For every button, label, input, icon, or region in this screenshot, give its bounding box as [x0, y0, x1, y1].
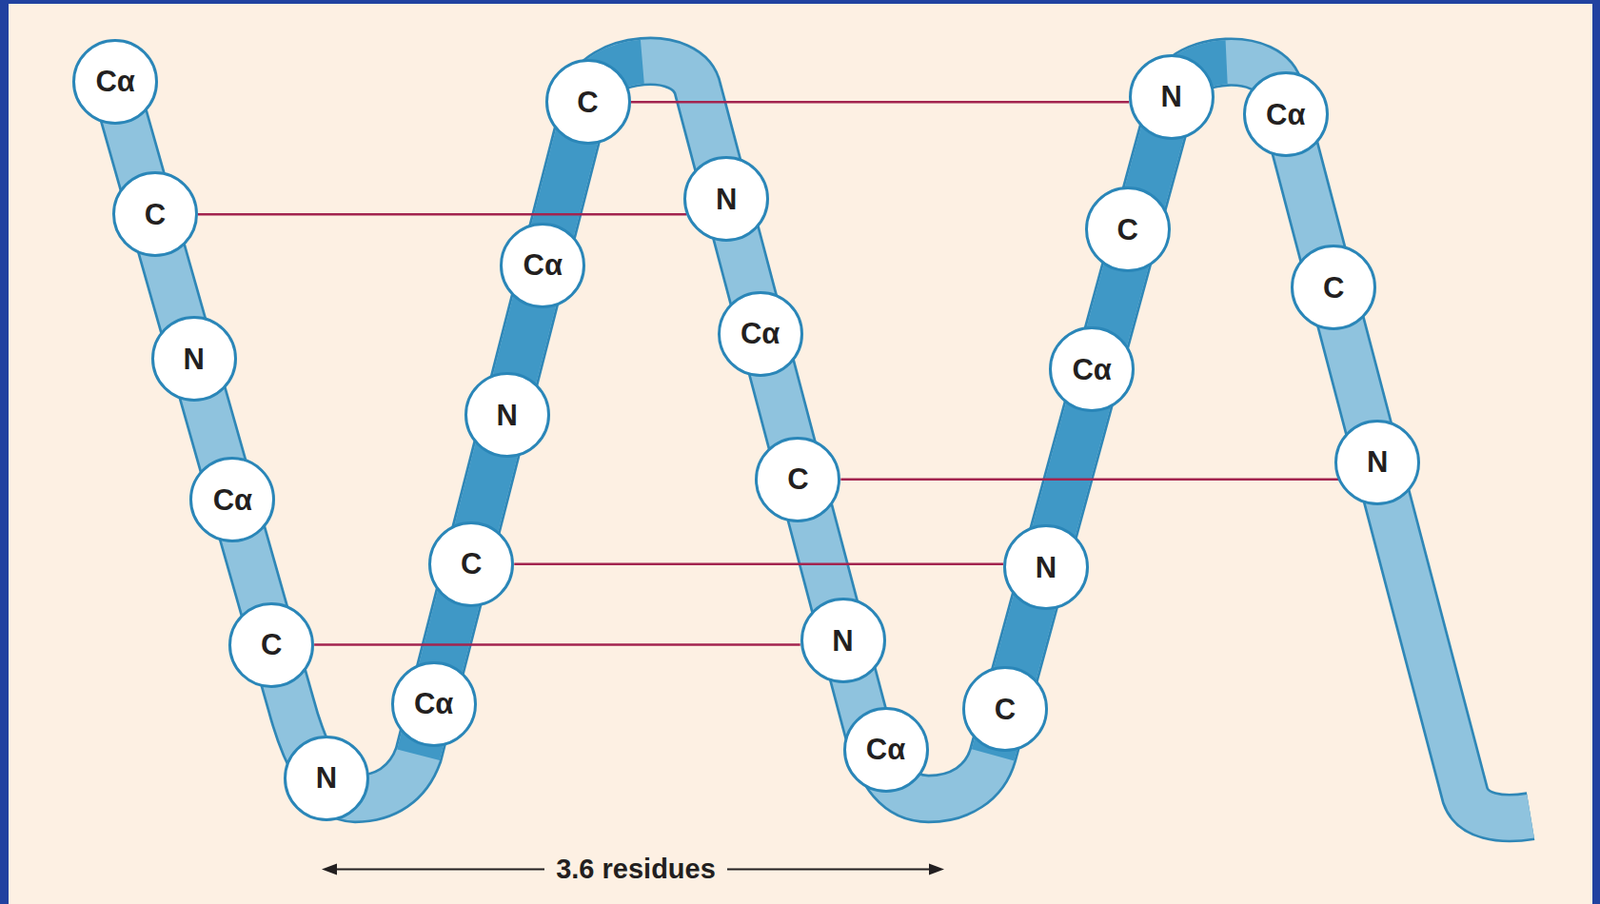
circle-shape	[1050, 328, 1134, 412]
atom-circle: C	[228, 602, 315, 689]
circle-shape	[501, 223, 585, 307]
circle-shape	[718, 292, 802, 376]
atom-circle: Cα	[1048, 326, 1135, 413]
atom-symbol: N	[316, 763, 337, 793]
circle-shape	[191, 458, 275, 542]
atom-circle: C	[545, 59, 632, 145]
circle-shape	[230, 603, 314, 687]
circle-shape	[430, 522, 514, 606]
atom-circle: Cα	[391, 661, 477, 748]
circle-shape	[392, 662, 475, 746]
circle-shape	[152, 317, 236, 401]
circle-shape	[756, 437, 840, 521]
circle-shape	[546, 60, 630, 144]
atom-circle: N	[151, 316, 238, 402]
atom-symbol: C	[1323, 273, 1344, 303]
background-panel	[8, 3, 1593, 904]
ribbon-outline	[108, 60, 1531, 818]
circle-shape	[1244, 73, 1327, 157]
hydrogen-bond-line	[513, 563, 1004, 567]
arrowhead-right	[928, 864, 945, 876]
atom-symbol: C	[260, 630, 282, 660]
atom-circle: Cα	[1243, 71, 1329, 158]
hydrogen-bond-line	[631, 100, 1130, 104]
atom-symbol: Cα	[1265, 99, 1305, 130]
atom-symbol: Cα	[523, 250, 563, 280]
atom-symbol: Cα	[95, 66, 135, 97]
atom-symbol: Cα	[213, 485, 253, 515]
atom-circle: C	[1085, 186, 1171, 273]
atom-symbol: Cα	[1071, 355, 1111, 385]
circle-shape	[285, 736, 369, 820]
circle-shape	[685, 158, 769, 241]
atom-circle: Cα	[717, 291, 804, 377]
circle-shape	[844, 708, 928, 791]
atom-circle: N	[1003, 524, 1089, 611]
atom-symbol: N	[496, 400, 518, 431]
atom-circle: N	[283, 735, 370, 822]
circle-shape	[1086, 188, 1169, 272]
atom-circle: C	[962, 666, 1048, 752]
atom-circle: C	[428, 521, 514, 608]
atom-circle: C	[1290, 244, 1377, 331]
atom-circle: Cα	[72, 39, 159, 125]
circle-shape	[465, 374, 549, 457]
hydrogen-bond-line	[314, 643, 801, 647]
atom-symbol: Cα	[740, 318, 780, 349]
atom-symbol: N	[1366, 447, 1388, 477]
hydrogen-bond-line	[840, 478, 1339, 482]
atom-circle: N	[1128, 54, 1215, 140]
atom-symbol: Cα	[414, 689, 454, 719]
circle-shape	[1004, 526, 1087, 610]
atom-symbol: C	[787, 464, 809, 494]
atom-symbol: C	[994, 694, 1016, 725]
dimension-label: 3.6 residues	[544, 852, 728, 887]
atom-symbol: Cα	[866, 734, 906, 765]
circle-shape	[963, 668, 1047, 751]
circle-shape	[1336, 420, 1420, 504]
circle-shape	[74, 39, 158, 123]
atom-symbol: N	[715, 184, 737, 215]
atom-symbol: C	[144, 199, 166, 230]
atom-circle: Cα	[189, 456, 276, 543]
atom-circle: N	[800, 597, 887, 684]
atom-circle: Cα	[499, 222, 586, 309]
circle-shape	[801, 599, 885, 683]
atom-symbol: N	[831, 626, 853, 656]
atom-symbol: N	[1035, 553, 1057, 583]
circle-shape	[113, 173, 197, 257]
circle-shape	[1292, 246, 1376, 330]
atom-circle: N	[1334, 419, 1421, 506]
circle-shape	[1129, 55, 1213, 139]
atom-symbol: C	[460, 549, 482, 579]
atom-circle: C	[112, 171, 198, 257]
atom-circle: Cα	[843, 707, 929, 793]
ribbon-front	[418, 61, 1227, 756]
atom-symbol: C	[576, 87, 598, 118]
atom-symbol: N	[1161, 81, 1183, 112]
ribbon-back	[108, 60, 1531, 818]
atom-circle: N	[683, 156, 770, 242]
atom-circle: N	[464, 372, 551, 458]
atom-symbol: N	[182, 344, 204, 375]
atom-symbol: C	[1116, 215, 1138, 245]
arrowhead-left	[321, 864, 337, 876]
atom-circle: C	[754, 436, 841, 523]
hydrogen-bond-line	[197, 213, 687, 217]
